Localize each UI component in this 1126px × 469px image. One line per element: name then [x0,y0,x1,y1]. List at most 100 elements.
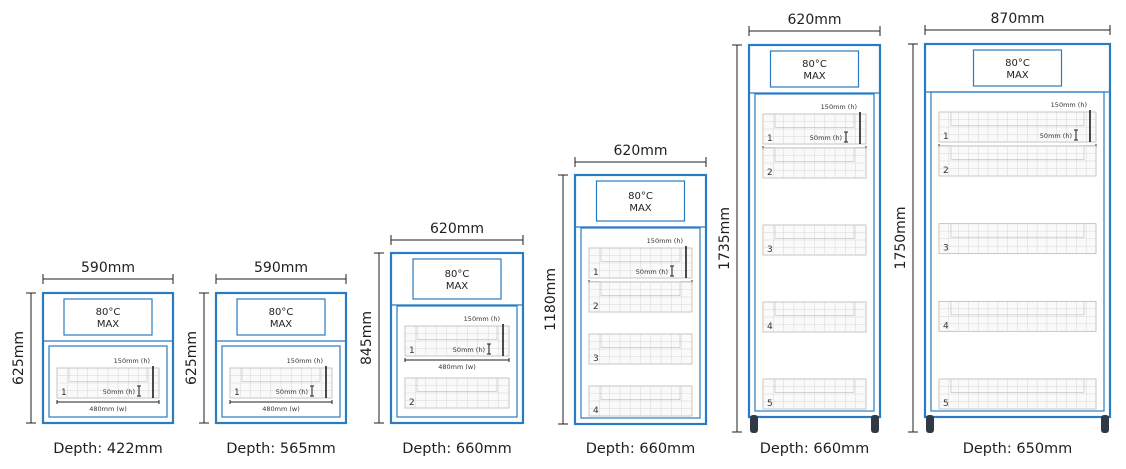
temp-value: 80°C [445,269,470,280]
temp-value: 80°C [1005,58,1030,69]
height-label: 845mm [359,311,375,365]
caster-wheel [926,415,934,433]
temp-panel [769,50,860,88]
temp-value: 80°C [96,307,121,318]
width-label: 620mm [614,143,668,159]
cabinet-body [41,291,175,425]
shelf-recess [950,111,1085,126]
depth-label: Depth: 565mm [226,441,336,457]
cabinet-body [214,291,348,425]
shelf-recess [68,367,148,382]
shelf-3: 3 [588,333,693,365]
temp-panel [412,258,502,300]
shelf-number: 1 [61,388,67,398]
shelf-number: 2 [767,168,773,178]
temp-max-label: MAX [629,203,651,214]
temp-panel [63,298,153,336]
shelf-number: 1 [409,346,415,356]
door-frame [754,93,875,412]
caster-wheel [871,415,879,433]
temp-max-label: MAX [1006,70,1028,81]
temp-max-label: MAX [97,319,119,330]
height-label: 1750mm [893,207,909,270]
shelf-gap-label: 50mm (h) [636,268,668,276]
width-label: 870mm [991,11,1045,27]
shelf-number: 5 [943,399,949,409]
shelf-4: 4 [938,300,1097,332]
shelf-number: 2 [593,302,599,312]
door-frame [580,227,701,419]
depth-label: Depth: 660mm [760,441,870,457]
shelf-recess [950,300,1085,316]
caster-wheel [750,415,758,433]
shelf-2: 2 [762,147,867,179]
width-label: 620mm [788,12,842,28]
shelf-5: 5 [938,378,1097,410]
shelf-recess [774,301,855,316]
shelf-gap-label: 50mm (h) [1040,132,1072,140]
height-label: 1180mm [543,268,559,331]
shelf-number: 1 [593,268,599,278]
shelf-gap-label: 50mm (h) [276,388,308,396]
door-frame [48,345,168,418]
shelf-height-label: 150mm (h) [114,357,150,365]
temp-max-label: MAX [803,71,825,82]
shelf-recess [600,385,681,400]
shelf-recess [600,281,681,296]
shelf-recess [774,224,855,239]
shelf-number: 4 [593,406,599,416]
height-label: 625mm [11,331,27,385]
shelf-number: 1 [943,132,949,142]
door-frame [221,345,341,418]
shelf-recess [950,223,1085,238]
shelf-width-label: 480mm (w) [438,363,476,371]
width-label: 620mm [430,221,484,237]
shelf-recess [241,367,321,382]
cabinet-body [923,42,1112,419]
depth-label: Depth: 422mm [53,441,163,457]
door-frame [396,305,518,418]
shelf-number: 4 [943,321,949,331]
shelf-recess [774,113,855,128]
door-frame [930,91,1105,412]
cabinet-body [389,251,525,425]
height-label: 1735mm [717,207,733,270]
temp-panel [236,298,326,336]
shelf-height-label: 150mm (h) [821,103,857,111]
shelf-recess [416,377,498,392]
temp-panel [595,180,686,222]
shelf-number: 4 [767,322,773,332]
shelf-height-label: 150mm (h) [464,315,500,323]
shelf-3: 3 [938,223,1097,255]
shelf-number: 2 [409,398,415,408]
shelf-recess [416,325,498,340]
shelf-height-label: 150mm (h) [647,237,683,245]
shelf-number: 2 [943,166,949,176]
shelf-gap-label: 50mm (h) [810,134,842,142]
cabinet-body [573,173,708,426]
depth-label: Depth: 650mm [963,441,1073,457]
shelf-recess [600,247,681,262]
shelf-number: 3 [767,245,773,255]
shelf-3: 3 [762,224,867,256]
shelf-recess [950,145,1085,160]
shelf-number: 3 [943,244,949,254]
shelf-recess [950,378,1085,393]
shelf-width-label: 480mm (w) [262,405,300,413]
temp-value: 80°C [269,307,294,318]
shelf-height-label: 150mm (h) [1051,101,1087,109]
width-label: 590mm [254,260,308,276]
temp-value: 80°C [628,191,653,202]
height-label: 625mm [184,331,200,385]
shelf-2: 2 [938,145,1097,177]
